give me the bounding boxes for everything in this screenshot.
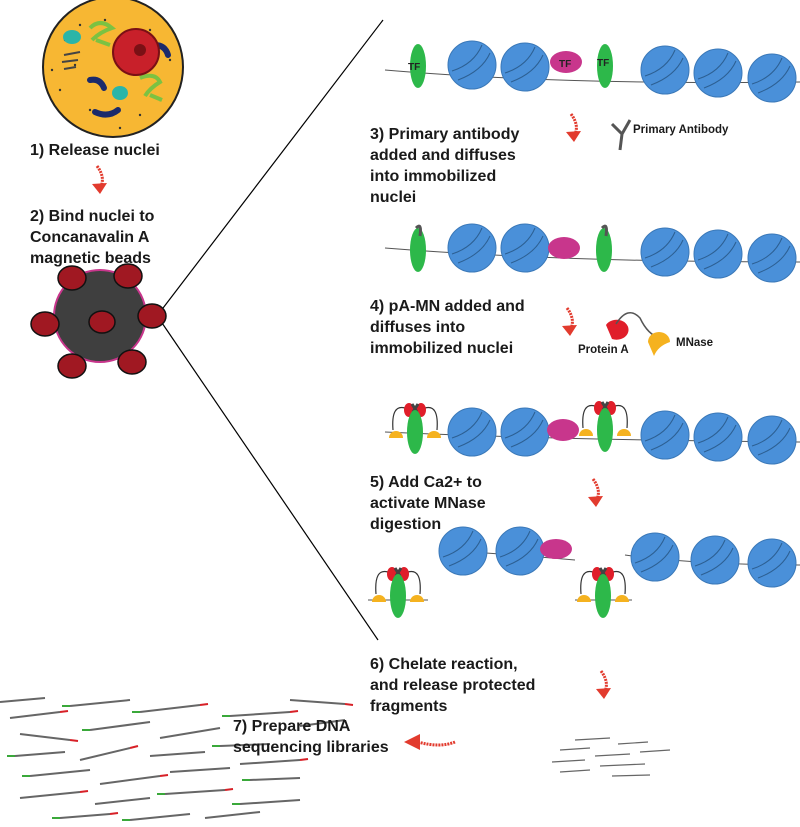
zoom-line-top [159, 19, 384, 313]
mnase-label: MNase [676, 337, 714, 349]
sequencing-reads [0, 697, 354, 821]
step-3-text: 3) Primary antibody added and diffuses i… [370, 126, 520, 206]
cell-icon [42, 0, 184, 138]
tf-label: TF [408, 62, 420, 73]
chromatin-row-1: TF TF TF [384, 40, 800, 103]
arrow-5 [586, 477, 605, 509]
step-4-text: 4) pA-MN added and diffuses into immobil… [370, 298, 525, 357]
tf-label: TF [597, 58, 609, 69]
zoom-line-bottom [159, 319, 379, 641]
arrow-3 [564, 112, 583, 144]
arrow-6 [594, 669, 613, 701]
primary-antibody-label: Primary Antibody [633, 124, 729, 136]
arrow-4 [560, 306, 579, 338]
magnetic-bead-icon [30, 263, 167, 379]
step-2-text: 2) Bind nuclei to Concanavalin A magneti… [30, 208, 155, 267]
chromatin-row-3 [384, 399, 800, 465]
arrow-7 [404, 734, 456, 750]
step-1-text: 1) Release nuclei [30, 142, 160, 159]
chromatin-row-2 [384, 223, 800, 283]
protein-a-label: Protein A [578, 344, 629, 356]
primary-antibody-icon [610, 119, 632, 151]
step-5-text: 5) Add Ca2+ to activate MNase digestion [370, 474, 486, 533]
arrow-1-to-2 [90, 164, 109, 196]
step-6-text: 6) Chelate reaction, and release protect… [370, 656, 536, 715]
tf-label: TF [559, 59, 571, 70]
pa-mn-icon [606, 312, 670, 356]
chromatin-row-4 [368, 526, 800, 620]
released-fragments [551, 737, 671, 777]
step-7-text: 7) Prepare DNA sequencing libraries [233, 718, 389, 756]
